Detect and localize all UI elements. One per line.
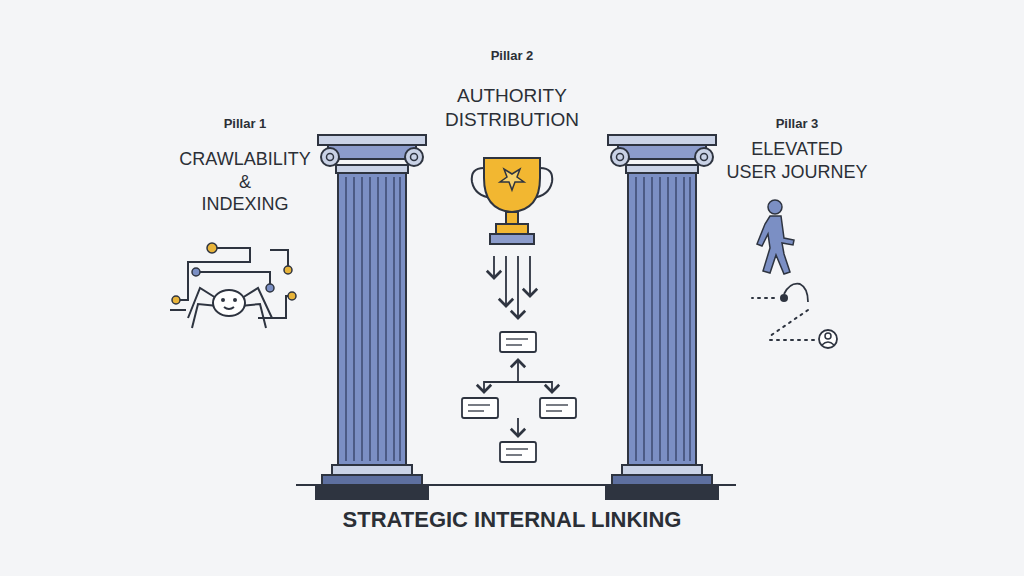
diagram-caption: STRATEGIC INTERNAL LINKING bbox=[212, 506, 812, 534]
user-journey-icon bbox=[752, 200, 837, 348]
page-tree bbox=[462, 332, 576, 462]
pillar-number: Pillar 1 bbox=[185, 116, 305, 132]
trophy-icon bbox=[472, 158, 553, 244]
pillar-number: Pillar 3 bbox=[737, 116, 857, 132]
pillar-number: Pillar 2 bbox=[452, 48, 572, 64]
pillar-title: AUTHORITY DISTRIBUTION bbox=[437, 84, 587, 132]
pillar-title: CRAWLABILITY & INDEXING bbox=[166, 148, 324, 216]
pillar-title: ELEVATED USER JOURNEY bbox=[725, 138, 870, 183]
crawler-icon bbox=[170, 243, 296, 328]
